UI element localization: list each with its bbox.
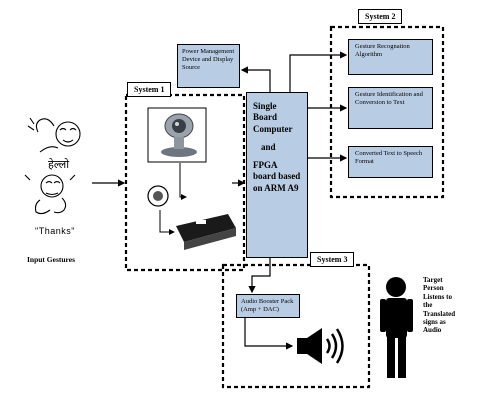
- gesture-thanks-icon: [24, 174, 76, 215]
- power-management-label: Power Management Device and Display Sour…: [182, 48, 235, 72]
- person-icon: [380, 277, 413, 378]
- arrow-board-to-recognition: [289, 51, 348, 92]
- target-person-label: Target Person Listens to the Translated …: [423, 276, 456, 335]
- gesture-identification-block: Gesture Identification and Conversion to…: [348, 87, 433, 129]
- power-management-block: Power Management Device and Display Sour…: [177, 44, 240, 88]
- arrow-webcam-to-capture: [179, 163, 187, 200]
- system1-label: System 1: [127, 82, 172, 97]
- thanks-text: "Thanks": [35, 226, 75, 236]
- capture-device-icon: [176, 214, 236, 250]
- system2-label: System 2: [358, 9, 403, 24]
- arrow-camera-to-capture: [159, 210, 175, 235]
- text-to-speech-block: Converted Text to Speech Format: [348, 146, 433, 178]
- arrow-audio-to-speaker: [244, 318, 294, 350]
- hello-hindi-text: हेल्लो: [48, 158, 70, 171]
- main-board-line1: Single Board Computer: [253, 101, 293, 134]
- webcam-icon: [147, 107, 207, 163]
- arrow-board-to-audio: [248, 258, 271, 294]
- text-to-speech-label: Converted Text to Speech Format: [355, 150, 423, 166]
- main-board-line3: FPGA board based on ARM A9: [253, 160, 301, 193]
- input-gestures-label: Input Gestures: [27, 255, 75, 264]
- gesture-identification-label: Gesture Identification and Conversion to…: [355, 91, 423, 107]
- audio-booster-block: Audio Booster Pack (Amp + DAC): [236, 294, 300, 318]
- arrow-board-to-power: [240, 66, 271, 92]
- audio-booster-label: Audio Booster Pack (Amp + DAC): [241, 298, 294, 314]
- system3-label: System 3: [310, 252, 355, 267]
- gesture-hello-icon: [27, 117, 81, 153]
- speaker-icon: [297, 328, 344, 364]
- system2-boundary: [329, 25, 445, 199]
- gesture-recognition-block: Gesture Recognation Algorithm: [348, 39, 433, 75]
- main-board-line2: and: [261, 141, 276, 152]
- camera-lens-icon: [147, 185, 169, 207]
- gesture-recognition-label: Gesture Recognation Algorithm: [355, 43, 410, 59]
- system3-boundary: [221, 263, 371, 389]
- main-board-block: Single Board Computer and FPGA board bas…: [246, 92, 308, 258]
